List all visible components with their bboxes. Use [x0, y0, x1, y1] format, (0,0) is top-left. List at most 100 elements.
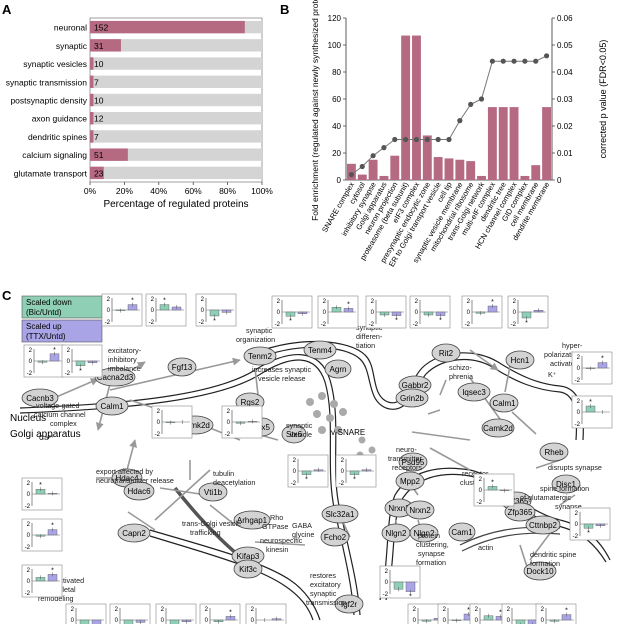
- svg-text:2: 2: [107, 297, 111, 303]
- mini-plot-9: 20-2*: [461, 295, 503, 329]
- svg-text:2: 2: [29, 348, 33, 354]
- synaptic-vesicles: [306, 392, 376, 459]
- svg-text:-2: -2: [413, 322, 419, 328]
- node-label-32: Hcn1: [511, 356, 530, 365]
- panel-label-a: A: [2, 2, 12, 17]
- xtick-2: 40%: [150, 186, 167, 196]
- node-label-21: Slc32a1: [326, 510, 355, 519]
- node-cacnb3: [21, 388, 59, 408]
- node-label-29: Gabbr2: [402, 381, 429, 390]
- mini-plot-6: 20-2*: [317, 295, 359, 329]
- track-2: [90, 57, 262, 70]
- mini-plot-0: 20-2*: [23, 344, 65, 378]
- mini-plot-10: 20-2*: [507, 295, 549, 329]
- node-fcho2: [320, 527, 350, 547]
- b-bar-4: [390, 155, 400, 180]
- bar-2: [90, 57, 94, 70]
- mini-barplots: 20-2*20-2*20-2*20-2*20-2*20-2*20-2*20-2*…: [21, 293, 613, 624]
- node-label-13: v-SNARE: [331, 428, 365, 437]
- b-bar-18: [542, 107, 552, 180]
- mini-plot-5: 20-2*: [271, 295, 313, 329]
- b-bar-8: [433, 157, 443, 180]
- svg-text:2: 2: [577, 355, 581, 361]
- b-bar-16: [520, 175, 530, 180]
- node-tenm2: [243, 346, 277, 366]
- b-point-14: [500, 58, 506, 64]
- svg-text:2: 2: [27, 522, 31, 528]
- svg-text:*: *: [395, 318, 398, 325]
- category-7: calcium signaling: [22, 150, 87, 160]
- node-hcn1: [505, 350, 535, 370]
- node-hdac6: [123, 481, 155, 501]
- b-point-1: [359, 163, 365, 170]
- panel-label-c: C: [2, 288, 12, 303]
- b-ytick-4: 80: [332, 68, 341, 77]
- node-dock10: [523, 561, 557, 581]
- svg-text:2: 2: [577, 399, 581, 405]
- b-point-3: [381, 145, 387, 151]
- svg-text:*: *: [439, 318, 442, 325]
- svg-text:-2: -2: [511, 322, 517, 328]
- b-bar-5: [401, 35, 411, 180]
- svg-text:-2: -2: [25, 591, 31, 597]
- track-5: [90, 112, 262, 125]
- node-label-19: Kifap3: [237, 552, 260, 561]
- mini-plot-4: 20-2*: [195, 293, 237, 327]
- node-label-27: Nlgn2: [414, 529, 435, 538]
- svg-text:-2: -2: [275, 322, 281, 328]
- node-cam1: [448, 522, 476, 542]
- b-ytick-5: 100: [328, 41, 342, 50]
- b-bar-12: [477, 175, 486, 180]
- node-calm1b: [489, 393, 519, 413]
- b-bar-11: [466, 161, 476, 180]
- node-slc32a1: [321, 504, 359, 524]
- b-y2tick-5: 0.05: [557, 41, 573, 50]
- svg-text:*: *: [51, 523, 54, 530]
- annot-disrupts: disrupts synapse: [548, 463, 602, 472]
- svg-text:2: 2: [157, 409, 161, 415]
- mini-plot-17: 20-2*: [21, 477, 63, 511]
- node-camk2db: [481, 418, 515, 438]
- node-zfp365: [504, 502, 536, 522]
- node-label-38: Disc1: [556, 480, 577, 489]
- node-psd95: [398, 452, 428, 472]
- node-label-33: Calm1: [492, 399, 516, 408]
- b-ytick-2: 40: [332, 122, 341, 131]
- xtick-0: 0%: [84, 186, 97, 196]
- node-label-17: Capn2: [122, 529, 146, 538]
- svg-text:-2: -2: [575, 378, 581, 384]
- svg-text:0: 0: [413, 618, 417, 624]
- node-mpp2: [395, 471, 425, 491]
- mini-plot-19: 20-2*: [21, 564, 63, 598]
- b-bar-14: [498, 107, 508, 180]
- svg-text:-2: -2: [25, 504, 31, 510]
- node-rit2: [431, 343, 461, 363]
- bar-1: [90, 39, 121, 52]
- svg-text:2: 2: [513, 299, 517, 305]
- node-stx6: [281, 424, 307, 444]
- b-bar-10: [455, 159, 465, 180]
- b-ytick-0: 0: [337, 176, 342, 185]
- b-bar-2: [368, 159, 378, 180]
- node-label-39: Znf365: [504, 497, 529, 506]
- b-y2tick-0: 0: [557, 176, 562, 185]
- svg-text:2: 2: [415, 299, 419, 305]
- mini-plot-3: 20-2*: [145, 293, 187, 327]
- node-label-15: Hdac6: [127, 487, 151, 496]
- node-label-30: Grin2b: [400, 394, 425, 403]
- xtick-5: 100%: [251, 186, 273, 196]
- b-point-11: [468, 101, 474, 107]
- svg-text:2: 2: [323, 299, 327, 305]
- svg-text:0: 0: [27, 492, 31, 498]
- svg-text:0: 0: [29, 359, 33, 365]
- node-label-31: Iqsec3: [462, 388, 486, 397]
- node-label-37: Mpp2: [400, 477, 421, 486]
- b-point-0: [348, 172, 355, 178]
